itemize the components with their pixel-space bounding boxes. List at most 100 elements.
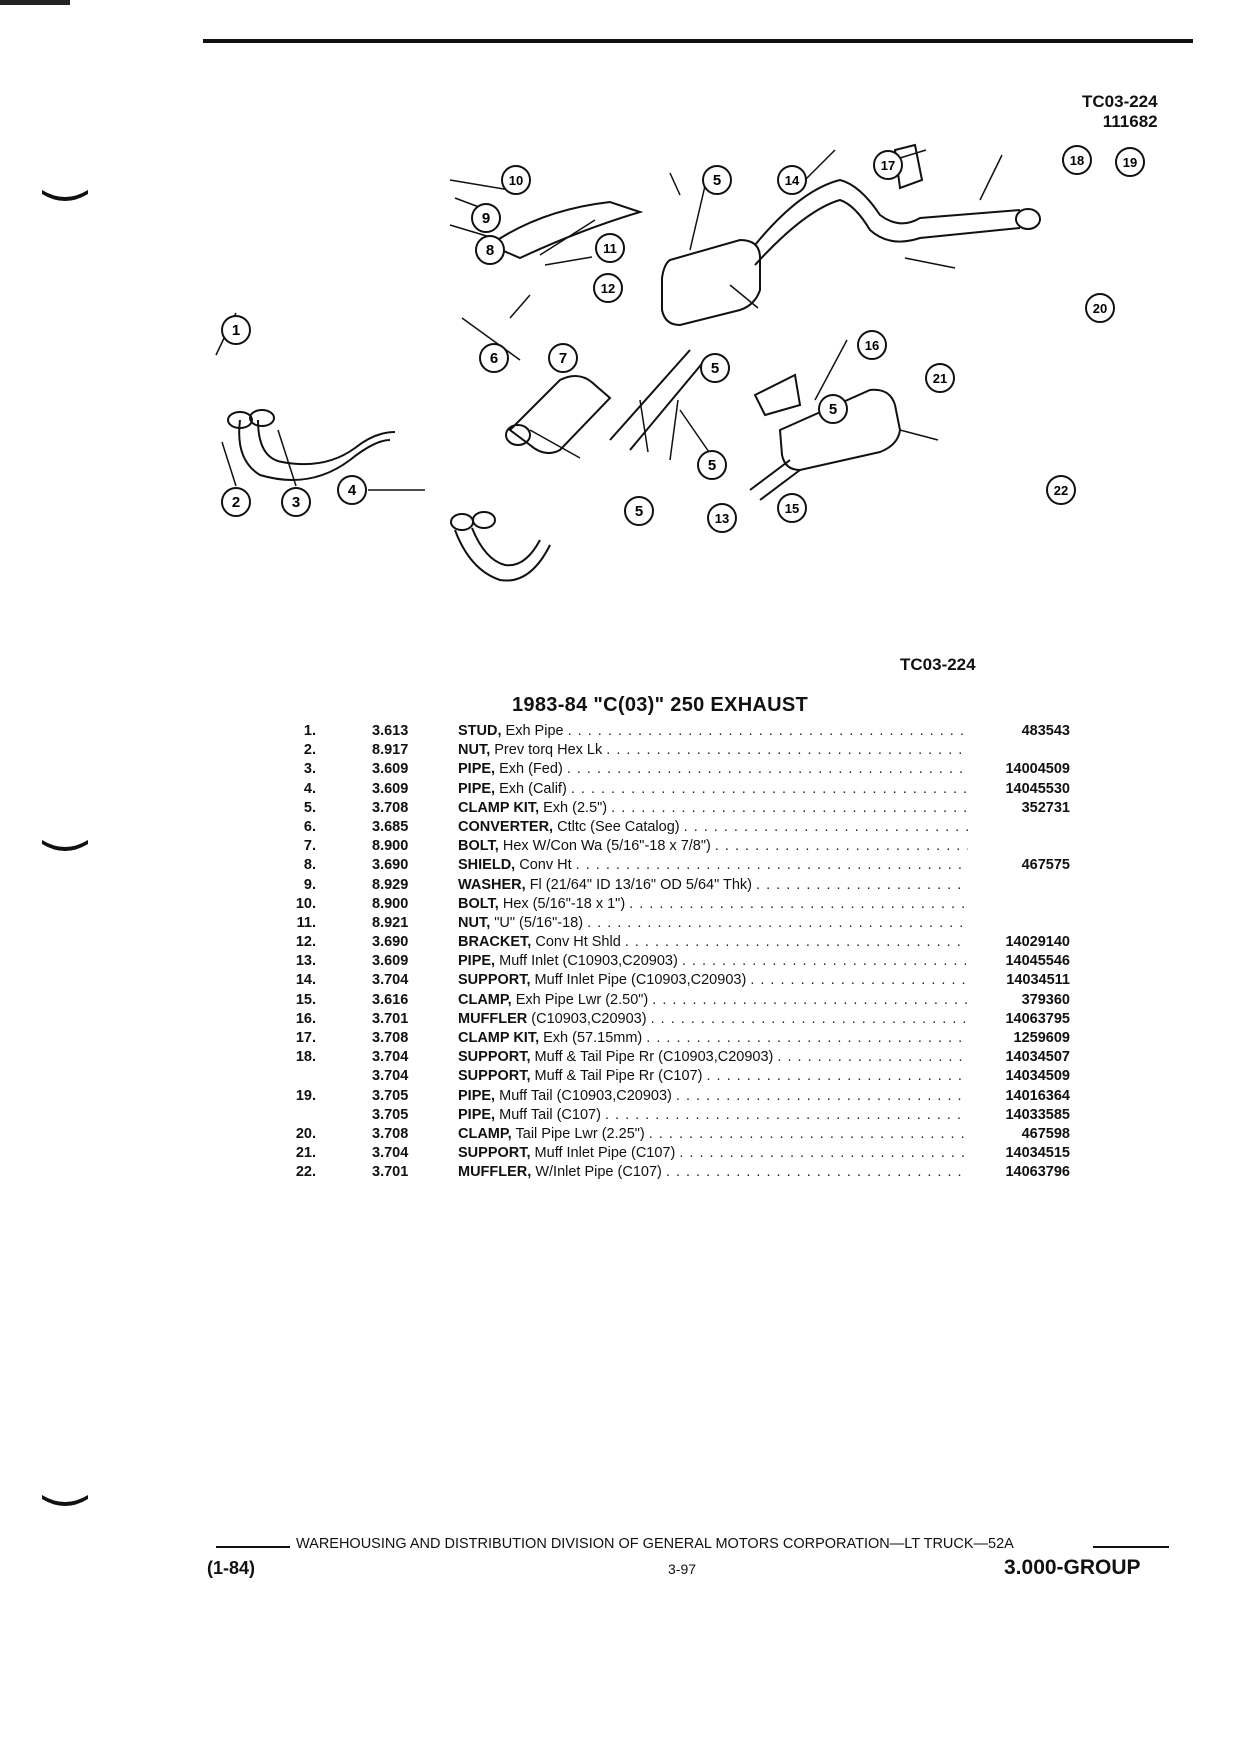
group-number: 3.690 bbox=[372, 934, 409, 951]
item-number: 19. bbox=[295, 1087, 316, 1104]
leader-dots: . . . . . . . . . . . . . . . . . . . . … bbox=[629, 895, 968, 912]
footer-division: WAREHOUSING AND DISTRIBUTION DIVISION OF… bbox=[296, 1536, 1014, 1552]
tail-pipe-outlet-drawing bbox=[1015, 208, 1041, 230]
part-description: BRACKET, Conv Ht Shld . . . . . . . . . … bbox=[458, 933, 968, 952]
callout-label: 10 bbox=[509, 173, 523, 188]
part-description: PIPE, Exh (Calif) . . . . . . . . . . . … bbox=[458, 780, 968, 799]
callout-label: 3 bbox=[292, 494, 300, 511]
callout-label: 19 bbox=[1123, 155, 1137, 170]
page-edge-rule bbox=[0, 0, 70, 5]
callout-circle bbox=[1085, 293, 1115, 323]
part-detail: Muff Inlet (C10903,C20903) bbox=[499, 953, 678, 970]
muffler-rear-drawing bbox=[778, 388, 902, 472]
footer-page-number: 3-97 bbox=[668, 1561, 697, 1577]
part-detail: W/Inlet Pipe (C107) bbox=[535, 1164, 662, 1181]
callout-circle bbox=[624, 496, 654, 526]
part-description: SUPPORT, Muff & Tail Pipe Rr (C107) . . … bbox=[458, 1067, 968, 1086]
part-description: CLAMP KIT, Exh (2.5") . . . . . . . . . … bbox=[458, 799, 968, 818]
callout-label: 18 bbox=[1070, 153, 1084, 168]
part-detail: Muff & Tail Pipe Rr (C10903,C20903) bbox=[534, 1049, 774, 1066]
part-description: SUPPORT, Muff & Tail Pipe Rr (C10903,C20… bbox=[458, 1048, 968, 1067]
item-number: 22. bbox=[295, 1164, 316, 1181]
callout-circle bbox=[873, 150, 903, 180]
converter-inlet-drawing bbox=[505, 424, 531, 446]
part-description: PIPE, Muff Inlet (C10903,C20903) . . . .… bbox=[458, 952, 968, 971]
group-number: 3.708 bbox=[372, 1030, 409, 1046]
group-number: 8.900 bbox=[372, 895, 409, 912]
part-name: BRACKET, bbox=[458, 934, 532, 951]
item-number: 14. bbox=[295, 972, 316, 989]
diagram-ref-number: 111682 bbox=[1102, 112, 1158, 131]
part-number: 467598 bbox=[1021, 1125, 1070, 1142]
group-number: 3.704 bbox=[372, 1068, 409, 1085]
part-name: CLAMP KIT, bbox=[458, 799, 540, 816]
part-description: CLAMP, Exh Pipe Lwr (2.50") . . . . . . … bbox=[458, 991, 968, 1010]
part-number: 467575 bbox=[1021, 857, 1070, 874]
part-description: SUPPORT, Muff Inlet Pipe (C10903,C20903)… bbox=[458, 971, 968, 990]
callout-circle bbox=[1062, 145, 1092, 175]
muffler-front-drawing bbox=[661, 238, 761, 327]
part-number: 14034511 bbox=[1006, 972, 1070, 989]
group-number: 3.704 bbox=[372, 1049, 409, 1066]
callout-circle bbox=[475, 235, 505, 265]
part-number: 14033585 bbox=[1005, 1106, 1070, 1123]
callout-label: 6 bbox=[490, 350, 498, 367]
part-description: STUD, Exh Pipe . . . . . . . . . . . . .… bbox=[458, 722, 968, 741]
callout-label: 20 bbox=[1093, 301, 1107, 316]
callout-label: 5 bbox=[829, 401, 837, 418]
part-name: SUPPORT, bbox=[458, 1145, 531, 1162]
leader-dots: . . . . . . . . . . . . . . . . . . . . … bbox=[570, 780, 968, 797]
pipe-calif-drawing bbox=[454, 529, 551, 582]
pipe-calif-drawing bbox=[471, 527, 541, 567]
leader-dots: . . . . . . . . . . . . . . . . . . . . … bbox=[665, 1164, 968, 1181]
item-number: 6. bbox=[303, 818, 316, 835]
group-number: 8.917 bbox=[372, 742, 409, 759]
part-number: 1259609 bbox=[1013, 1030, 1070, 1046]
parts-row: 3.704 SUPPORT, Muff & Tail Pipe Rr (C107)… bbox=[270, 1067, 1070, 1086]
callout-circle bbox=[777, 165, 807, 195]
group-number: 3.705 bbox=[372, 1106, 409, 1123]
pipe-flange-drawing bbox=[450, 513, 474, 531]
group-number: 3.609 bbox=[372, 780, 409, 797]
callout-circle bbox=[925, 363, 955, 393]
callout-circle bbox=[1115, 147, 1145, 177]
leader-dots: . . . . . . . . . . . . . . . . . . . . … bbox=[652, 991, 968, 1008]
part-name: MUFFLER bbox=[458, 1010, 528, 1027]
pipe-flange-drawing bbox=[227, 411, 253, 429]
item-number: 11. bbox=[296, 914, 316, 931]
item-number: 16. bbox=[295, 1010, 316, 1027]
part-detail: Prev torq Hex Lk bbox=[494, 742, 603, 759]
callout-circle bbox=[857, 330, 887, 360]
part-detail: Exh (2.5") bbox=[543, 799, 608, 816]
group-number: 3.616 bbox=[372, 991, 409, 1008]
callout-label: 5 bbox=[635, 503, 643, 520]
part-description: BOLT, Hex (5/16"-18 x 1") . . . . . . . … bbox=[458, 895, 968, 914]
part-name: NUT, bbox=[458, 914, 491, 931]
binder-hole-mark bbox=[42, 1495, 88, 1506]
callout-label: 8 bbox=[486, 242, 494, 259]
leader-dots: . . . . . . . . . . . . . . . . . . . . … bbox=[624, 934, 968, 951]
leader-dots: . . . . . . . . . . . . . . . . . . . . … bbox=[650, 1010, 968, 1027]
diagram-reference: TC03-224 111682 bbox=[1082, 92, 1158, 132]
callout-circle bbox=[221, 487, 251, 517]
callout-circle bbox=[595, 233, 625, 263]
part-number: 483543 bbox=[1021, 723, 1070, 739]
part-description: PIPE, Muff Tail (C10903,C20903) . . . . … bbox=[458, 1087, 968, 1106]
support-bracket-drawing bbox=[753, 373, 802, 417]
part-number: 14063795 bbox=[1005, 1010, 1070, 1027]
part-description: NUT, "U" (5/16"-18) . . . . . . . . . . … bbox=[458, 914, 968, 933]
leader-dots: . . . . . . . . . . . . . . . . . . . . … bbox=[587, 914, 968, 931]
part-name: BOLT, bbox=[458, 838, 499, 855]
part-name: PIPE, bbox=[458, 780, 496, 797]
part-number: 14029140 bbox=[1005, 934, 1070, 951]
part-name: SUPPORT, bbox=[458, 1068, 531, 1085]
part-detail: Muff Tail (C10903,C20903) bbox=[499, 1087, 672, 1104]
